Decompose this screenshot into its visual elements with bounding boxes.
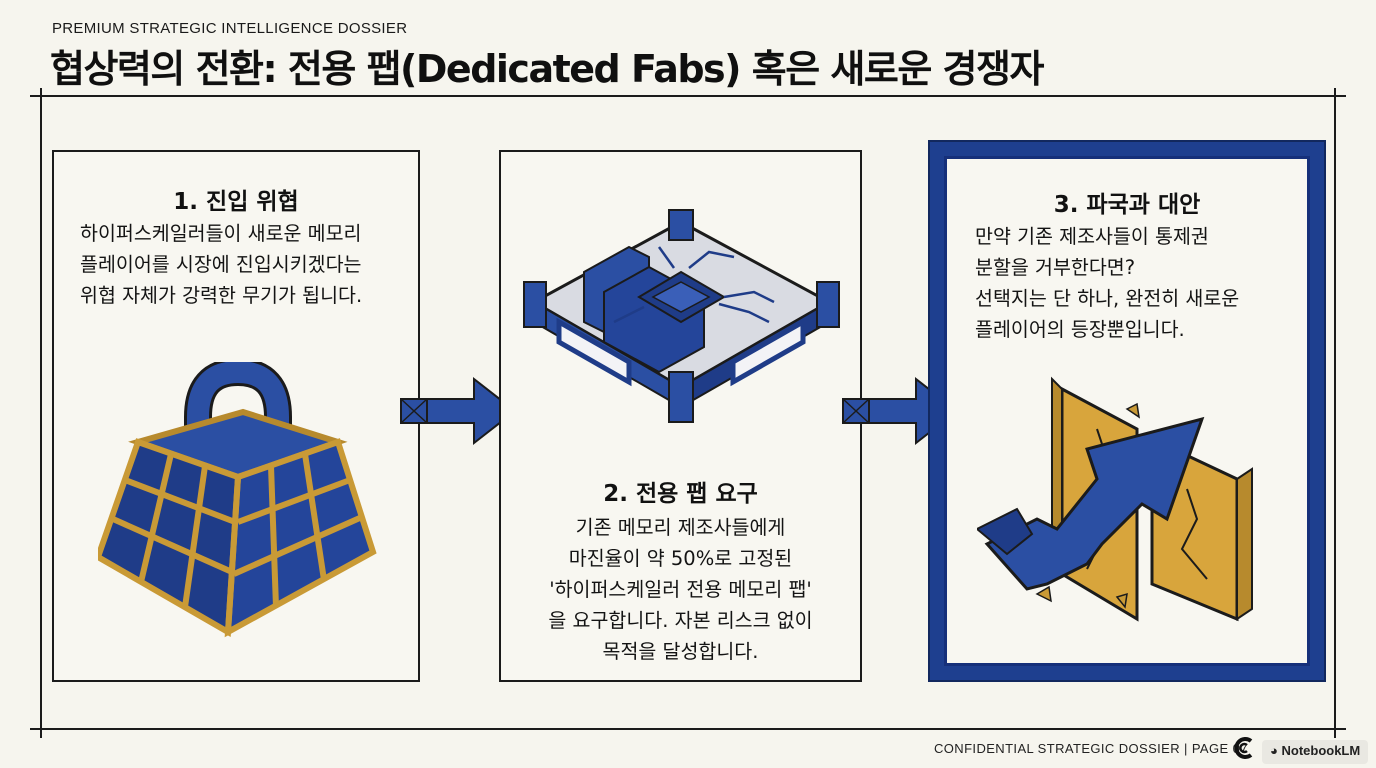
card-heading: 3. 파국과 대안 [1053,192,1201,218]
card-text-line: 하이퍼스케일러들이 새로운 메모리 [80,222,362,245]
weight-icon [98,362,377,638]
notebooklm-badge: ◕ NotebookLM [1262,740,1369,764]
card-text-line: 위협 자체가 강력한 무기가 됩니다. [80,284,363,307]
card-text-line: 마진율이 약 50%로 고정된 [568,547,793,570]
broken-wall-arrow-icon [977,376,1253,622]
card-heading: 1. 진입 위협 [173,189,299,215]
card-text: 하이퍼스케일러들이 새로운 메모리 플레이어를 시장에 진입시키겠다는 위협 자… [80,218,362,311]
page-title: 협상력의 전환: 전용 팹(Dedicated Fabs) 혹은 새로운 경쟁자 [50,47,1044,91]
card-dedicated-fab: 2. 전용 팹 요구 기존 메모리 제조사들에게 마진율이 약 50%로 고정된… [499,150,862,682]
card-text-line: '하이퍼스케일러 전용 메모리 팹' [549,578,812,601]
frame-bottom-rule [30,728,1346,730]
card-text-line: 기존 메모리 제조사들에게 [575,516,786,539]
notebooklm-label: NotebookLM [1281,743,1361,758]
card-text-line: 분할을 거부한다면? [975,256,1136,279]
frame-right-rule [1334,88,1336,738]
c-logo-icon [1234,737,1253,759]
card-frame-highlight: 3. 파국과 대안 만약 기존 제조사들이 통제권 분할을 거부한다면? 선택지… [928,140,1326,682]
card-text-line: 목적을 달성합니다. [602,640,759,663]
card-text-line: 을 요구합니다. 자본 리스크 없이 [548,609,813,632]
card-entry-threat: 1. 진입 위협 하이퍼스케일러들이 새로운 메모리 플레이어를 시장에 진입시… [52,150,420,682]
card-text-line: 선택지는 단 하나, 완전히 새로운 [975,287,1240,310]
card-text-line: 플레이어를 시장에 진입시키겠다는 [80,253,362,276]
card-text: 만약 기존 제조사들이 통제권 분할을 거부한다면? 선택지는 단 하나, 완전… [975,221,1239,345]
header-kicker: PREMIUM STRATEGIC INTELLIGENCE DOSSIER [52,20,408,37]
card-crisis-alternative: 3. 파국과 대안 만약 기존 제조사들이 통제권 분할을 거부한다면? 선택지… [944,156,1310,666]
frame-left-rule [40,88,42,738]
notebooklm-icon: ◕ [1270,743,1278,758]
footer-label: CONFIDENTIAL STRATEGIC DOSSIER | PAGE 07 [934,741,1248,756]
card-text-line: 만약 기존 제조사들이 통제권 [975,225,1209,248]
card-heading: 2. 전용 팹 요구 [603,481,758,507]
card-text-line: 플레이어의 등장뿐입니다. [975,318,1185,341]
arrow-right-icon [400,376,517,446]
frame-top-rule [30,95,1346,97]
card-text: 기존 메모리 제조사들에게 마진율이 약 50%로 고정된 '하이퍼스케일러 전… [501,512,860,667]
chip-fab-icon [523,209,840,423]
